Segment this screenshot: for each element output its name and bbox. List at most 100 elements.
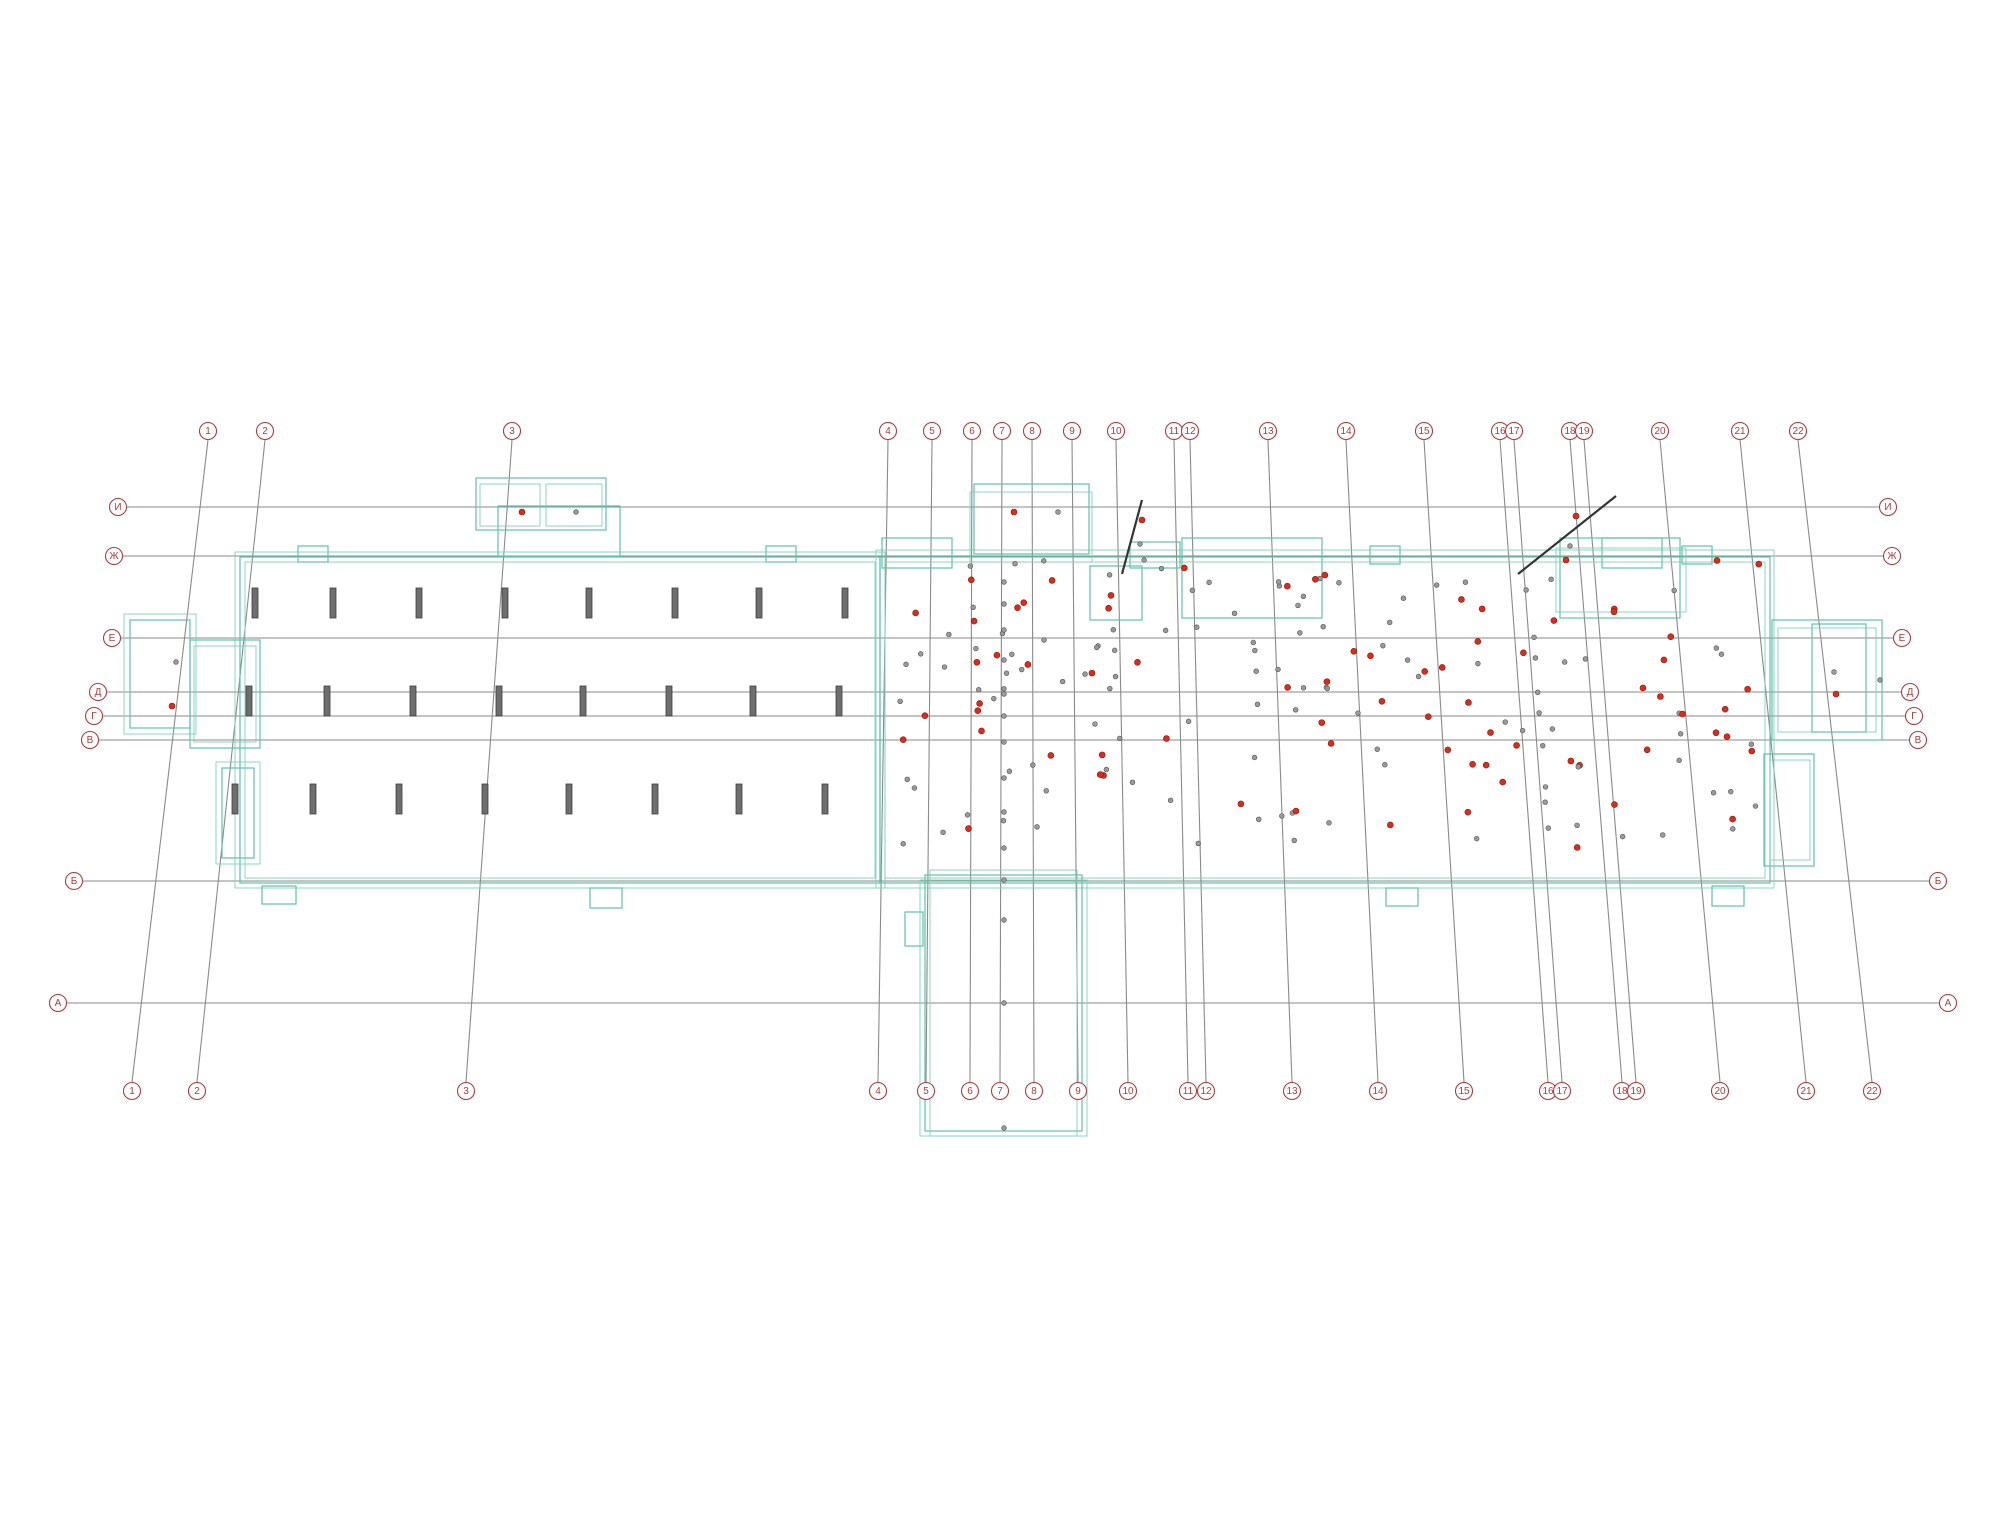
column-mark bbox=[415, 587, 423, 619]
pile-point-red bbox=[965, 825, 972, 832]
axis-bubble-top-3: 3 bbox=[502, 421, 522, 441]
pile-point-grey bbox=[1034, 824, 1040, 830]
pile-point-grey bbox=[1018, 666, 1025, 673]
axis-bubble-label: Б bbox=[1935, 876, 1942, 887]
axis-bubble-circle bbox=[1368, 1081, 1388, 1101]
pile-point-red bbox=[1284, 582, 1291, 590]
pile-point-grey bbox=[967, 563, 974, 569]
axis-bubble-label: 4 bbox=[885, 426, 891, 437]
axis-bubble-label: 16 bbox=[1542, 1086, 1554, 1097]
axis-bubble-label: 1 bbox=[129, 1086, 135, 1097]
pile-point-grey bbox=[1001, 809, 1007, 815]
pile-point-red bbox=[978, 727, 985, 735]
pile-point-grey bbox=[1660, 832, 1666, 838]
pile-point-red bbox=[1667, 633, 1675, 640]
grid-line-axis-8 bbox=[1031, 439, 1035, 1083]
pile-point-red bbox=[921, 712, 929, 719]
axis-bubble-bottom-10: 10 bbox=[1118, 1081, 1138, 1101]
column-mark bbox=[495, 685, 503, 717]
pile-point-grey bbox=[1473, 835, 1480, 842]
pile-point-grey bbox=[1001, 686, 1007, 692]
pile-point-grey bbox=[1574, 822, 1580, 828]
axis-bubble-circle bbox=[1892, 628, 1912, 648]
column-marks bbox=[231, 587, 849, 815]
axis-bubble-circle bbox=[1454, 1081, 1474, 1101]
axis-bubble-bottom-17: 17 bbox=[1552, 1081, 1572, 1101]
pile-point-red bbox=[1014, 604, 1021, 612]
axis-bubble-bottom-22: 22 bbox=[1862, 1081, 1882, 1101]
axis-bubble-label: 9 bbox=[1075, 1086, 1081, 1097]
axis-bubble-top-11: 11 bbox=[1164, 421, 1184, 441]
column-mark bbox=[309, 783, 317, 815]
pile-point-grey bbox=[1542, 799, 1548, 805]
grid-line-axis-6 bbox=[969, 439, 973, 1083]
axis-bubble-label: В bbox=[1915, 735, 1922, 746]
axis-bubble-label: 11 bbox=[1183, 1086, 1194, 1097]
axis-bubble-circle bbox=[1938, 993, 1958, 1013]
pile-point-red bbox=[1755, 560, 1763, 568]
axis-bubble-left-Г: Г bbox=[84, 706, 104, 726]
pile-point-grey bbox=[1012, 560, 1018, 567]
axis-bubble-label: 20 bbox=[1714, 1086, 1726, 1097]
pile-point-red bbox=[1567, 757, 1575, 765]
axis-bubble-label: И bbox=[114, 502, 121, 513]
axis-bubble-left-Б: Б bbox=[64, 871, 84, 891]
axis-bubble-right-Б: Б bbox=[1928, 871, 1948, 891]
pile-point-red bbox=[1350, 648, 1358, 655]
pile-point-grey bbox=[1110, 627, 1117, 633]
pile-point-red bbox=[1572, 512, 1580, 520]
pile-point-red bbox=[1748, 747, 1756, 755]
axis-bubble-label: 7 bbox=[997, 1086, 1003, 1097]
pile-point-grey bbox=[1092, 721, 1098, 727]
pile-point-grey bbox=[1619, 833, 1626, 840]
axis-bubble-top-4: 4 bbox=[878, 421, 898, 441]
axis-bubble-label: 14 bbox=[1340, 426, 1352, 437]
axis-bubble-circle bbox=[1788, 421, 1808, 441]
pile-point-red bbox=[1729, 815, 1736, 823]
pile-point-grey bbox=[1336, 580, 1342, 586]
pile-point-red bbox=[1327, 740, 1335, 747]
pile-point-grey bbox=[1295, 602, 1301, 609]
axis-bubble-bottom-15: 15 bbox=[1454, 1081, 1474, 1101]
pile-point-grey bbox=[1250, 639, 1257, 646]
column-mark bbox=[755, 587, 763, 619]
pile-point-grey bbox=[1575, 764, 1581, 770]
pile-point-grey bbox=[1055, 509, 1061, 515]
axis-bubble-bottom-11: 11 bbox=[1178, 1081, 1198, 1101]
pile-point-red bbox=[1478, 605, 1486, 613]
pile-point-grey bbox=[1275, 579, 1282, 585]
axis-bubble-circle bbox=[1258, 421, 1278, 441]
pile-point-grey bbox=[1531, 634, 1537, 641]
pile-point-grey bbox=[1129, 779, 1136, 786]
pile-point-grey bbox=[1137, 541, 1143, 547]
pile-point-grey bbox=[1112, 647, 1118, 654]
pile-point-grey bbox=[1748, 741, 1755, 747]
column-mark bbox=[329, 587, 337, 619]
pile-point-grey bbox=[991, 695, 997, 702]
axis-bubble-label: 6 bbox=[967, 1086, 973, 1097]
pile-point-red bbox=[1312, 575, 1319, 583]
pile-point-grey bbox=[573, 509, 579, 515]
axis-bubble-label: Г bbox=[91, 711, 97, 722]
pile-point-red bbox=[1712, 729, 1720, 737]
axis-bubble-circle bbox=[992, 421, 1012, 441]
pile-point-grey bbox=[1713, 645, 1720, 651]
pile-point-red bbox=[1657, 693, 1664, 700]
axis-bubble-circle bbox=[1022, 421, 1042, 441]
pile-point-grey bbox=[1532, 655, 1539, 661]
pile-point-grey bbox=[1001, 627, 1007, 633]
axis-bubble-circle bbox=[1730, 421, 1750, 441]
pile-point-red bbox=[1562, 556, 1570, 564]
pile-point-red bbox=[1321, 571, 1329, 579]
axis-bubble-circle bbox=[922, 421, 942, 441]
column-mark bbox=[585, 587, 593, 619]
grid-line-axis-4 bbox=[877, 439, 889, 1083]
pile-point-grey bbox=[1545, 825, 1552, 831]
pile-point-red bbox=[1660, 656, 1668, 664]
axis-bubble-label: 10 bbox=[1122, 1086, 1134, 1097]
pile-point-red bbox=[1832, 690, 1840, 698]
pile-point-grey bbox=[1831, 669, 1837, 675]
pile-point-grey bbox=[1297, 630, 1303, 636]
pile-point-red bbox=[974, 707, 982, 714]
axis-bubble-label: 15 bbox=[1458, 1086, 1470, 1097]
